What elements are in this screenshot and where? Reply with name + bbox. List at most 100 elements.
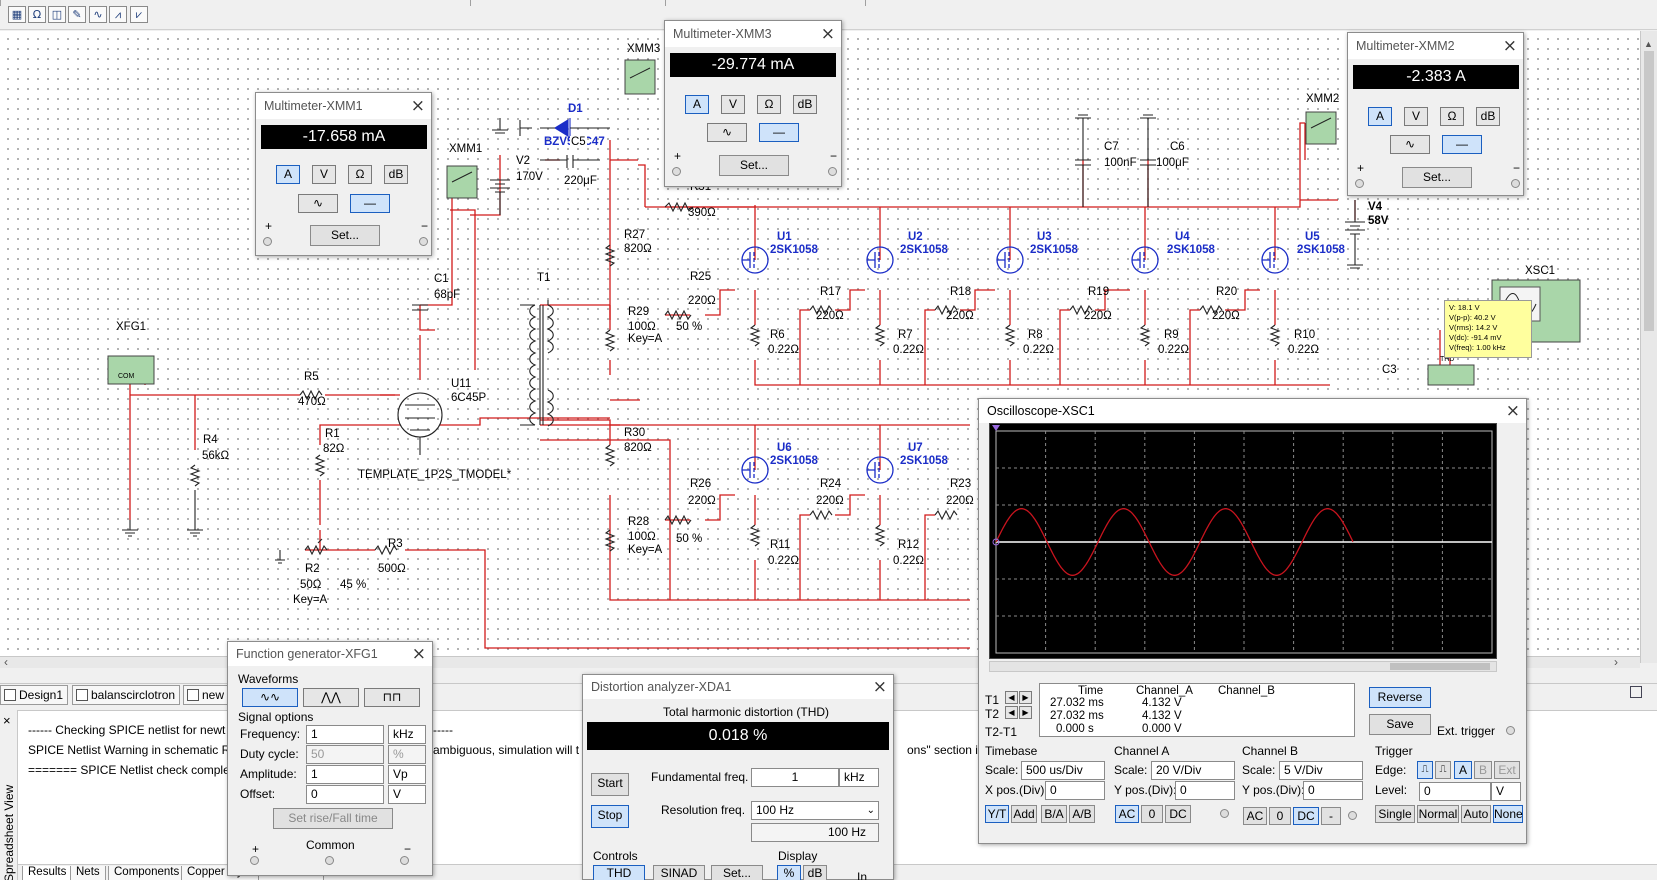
- mode-ammeter-button[interactable]: A: [685, 95, 709, 114]
- set-button[interactable]: Set...: [711, 865, 763, 880]
- scroll-left-icon[interactable]: ‹: [4, 655, 8, 669]
- channel-a-y-position-field[interactable]: 0: [1175, 781, 1235, 800]
- sine-wave-button[interactable]: ∿∿: [242, 688, 298, 707]
- add-mode-button[interactable]: Add: [1011, 805, 1037, 823]
- postprocessor-icon[interactable]: ◫: [48, 6, 66, 23]
- minus-terminal[interactable]: [419, 237, 428, 246]
- minus-terminal[interactable]: [828, 167, 837, 176]
- duty-cycle-unit[interactable]: %: [388, 745, 426, 764]
- analysis-grapher-icon[interactable]: ▦: [8, 6, 26, 23]
- set-button[interactable]: Set...: [719, 155, 789, 176]
- plus-terminal[interactable]: [263, 237, 272, 246]
- mode-ohmmeter-button[interactable]: Ω: [1440, 107, 1464, 126]
- close-icon[interactable]: ×: [1502, 36, 1517, 56]
- t1-right-arrow-icon[interactable]: ▶: [1019, 691, 1032, 704]
- ac-mode-button[interactable]: ∿: [298, 194, 338, 213]
- oscilloscope-screen[interactable]: [989, 423, 1497, 659]
- trigger-level-field[interactable]: 0: [1419, 782, 1491, 801]
- scroll-thumb[interactable]: [1390, 663, 1490, 670]
- stop-button[interactable]: Stop: [591, 805, 629, 828]
- resolution-freq-select[interactable]: 100 Hz⌄: [751, 801, 879, 820]
- tab-new[interactable]: new: [183, 685, 229, 705]
- scroll-thumb[interactable]: [1644, 51, 1654, 331]
- offset-unit[interactable]: V: [388, 785, 426, 804]
- t2-left-arrow-icon[interactable]: ◀: [1005, 706, 1018, 719]
- channel-a-dc-button[interactable]: DC: [1165, 805, 1191, 823]
- dc-mode-button[interactable]: —: [759, 123, 799, 142]
- channel-b-invert-button[interactable]: -: [1321, 807, 1341, 825]
- normal-trigger-button[interactable]: Normal: [1417, 805, 1459, 823]
- plus-terminal[interactable]: [250, 856, 259, 865]
- channel-a-zero-button[interactable]: 0: [1141, 805, 1163, 823]
- set-button[interactable]: Set...: [310, 225, 380, 246]
- start-button[interactable]: Start: [591, 773, 629, 796]
- channel-b-y-position-field[interactable]: 0: [1303, 781, 1363, 800]
- mode-ammeter-button[interactable]: A: [1368, 107, 1392, 126]
- trigger-a-button[interactable]: A: [1454, 761, 1472, 779]
- db-button[interactable]: dB: [803, 865, 827, 880]
- close-icon[interactable]: ×: [1505, 401, 1520, 421]
- mode-ohmmeter-button[interactable]: Ω: [348, 165, 372, 184]
- mode-voltmeter-button[interactable]: V: [312, 165, 336, 184]
- yt-mode-button[interactable]: Y/T: [985, 805, 1009, 823]
- tab-results[interactable]: Results: [22, 866, 73, 880]
- t2-right-arrow-icon[interactable]: ▶: [1019, 706, 1032, 719]
- close-icon[interactable]: ×: [872, 677, 887, 697]
- channel-a-terminal[interactable]: [1220, 809, 1229, 818]
- sinad-button[interactable]: SINAD: [653, 865, 705, 880]
- amplitude-field[interactable]: 1: [306, 765, 384, 784]
- set-button[interactable]: Set...: [1402, 167, 1472, 188]
- window-menu-icon[interactable]: [1630, 686, 1642, 698]
- rising-edge-button[interactable]: ⎍: [1417, 761, 1433, 779]
- square-wave-button[interactable]: ⊓⊓: [364, 688, 420, 707]
- tab-design1[interactable]: Design1: [0, 685, 69, 705]
- vertical-scrollbar[interactable]: ▲: [1640, 31, 1657, 663]
- scope-scrollbar[interactable]: [989, 661, 1497, 672]
- none-trigger-button[interactable]: None: [1493, 805, 1523, 823]
- ohm-icon[interactable]: Ω: [28, 6, 46, 23]
- close-icon[interactable]: ×: [411, 644, 426, 664]
- duty-cycle-field[interactable]: 50: [306, 745, 384, 764]
- auto-trigger-button[interactable]: Auto: [1461, 805, 1491, 823]
- scroll-right-icon[interactable]: ›: [1614, 655, 1618, 669]
- close-icon[interactable]: ×: [3, 713, 11, 728]
- waveform-icon[interactable]: ∿: [89, 6, 107, 23]
- plus-terminal[interactable]: [1355, 179, 1364, 188]
- bode-icon[interactable]: ⩘: [109, 6, 127, 23]
- tab-components[interactable]: Components: [108, 866, 186, 880]
- tab-nets[interactable]: Nets: [70, 866, 106, 880]
- save-button[interactable]: Save: [1369, 714, 1431, 735]
- fundamental-freq-unit[interactable]: kHz: [839, 768, 879, 787]
- falling-edge-button[interactable]: ⎍: [1435, 761, 1451, 779]
- channel-a-scale-field[interactable]: 20 V/Div: [1151, 761, 1235, 780]
- common-terminal[interactable]: [325, 856, 334, 865]
- offset-field[interactable]: 0: [306, 785, 384, 804]
- set-rise-fall-button[interactable]: Set rise/Fall time: [273, 808, 393, 829]
- percent-button[interactable]: %: [777, 865, 801, 880]
- scroll-up-icon[interactable]: ▲: [1644, 39, 1653, 49]
- amplitude-unit[interactable]: Vp: [388, 765, 426, 784]
- channel-b-zero-button[interactable]: 0: [1269, 807, 1291, 825]
- mode-db-button[interactable]: dB: [384, 165, 408, 184]
- mode-ohmmeter-button[interactable]: Ω: [757, 95, 781, 114]
- ba-mode-button[interactable]: B/A: [1041, 805, 1067, 823]
- dc-mode-button[interactable]: —: [1442, 135, 1482, 154]
- plus-terminal[interactable]: [672, 167, 681, 176]
- trigger-level-unit[interactable]: V: [1491, 782, 1521, 801]
- channel-b-terminal[interactable]: [1348, 811, 1357, 820]
- t1-left-arrow-icon[interactable]: ◀: [1005, 691, 1018, 704]
- close-icon[interactable]: ×: [410, 96, 425, 116]
- tab-balanscirclotron[interactable]: balanscirclotron: [72, 685, 181, 705]
- channel-b-ac-button[interactable]: AC: [1243, 807, 1267, 825]
- mode-voltmeter-button[interactable]: V: [721, 95, 745, 114]
- channel-b-dc-button[interactable]: DC: [1293, 807, 1319, 825]
- triangle-wave-button[interactable]: ⋀⋀: [303, 688, 359, 707]
- label-icon[interactable]: ✎: [68, 6, 86, 23]
- x-position-field[interactable]: 0: [1045, 781, 1105, 800]
- frequency-field[interactable]: 1: [306, 725, 384, 744]
- ab-mode-button[interactable]: A/B: [1069, 805, 1095, 823]
- reverse-button[interactable]: Reverse: [1369, 687, 1431, 708]
- timebase-scale-field[interactable]: 500 us/Div: [1021, 761, 1105, 780]
- mode-voltmeter-button[interactable]: V: [1404, 107, 1428, 126]
- thd-button[interactable]: THD: [593, 865, 645, 880]
